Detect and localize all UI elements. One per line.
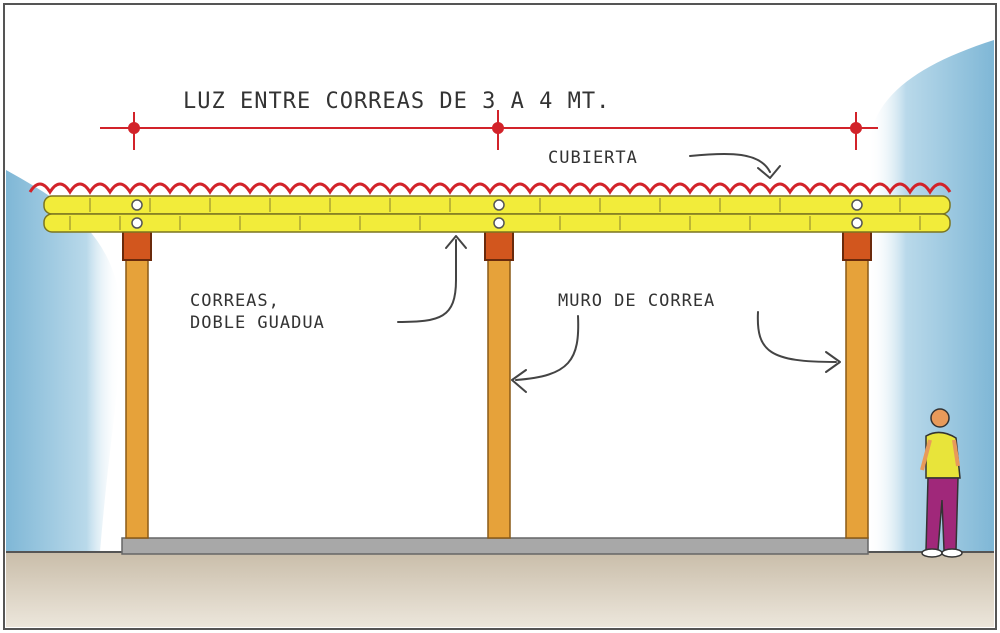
post-left bbox=[122, 229, 152, 539]
post-right bbox=[842, 229, 872, 539]
post-cap-middle bbox=[484, 229, 514, 261]
post-cap-left bbox=[122, 229, 152, 261]
purlins-double-bamboo bbox=[43, 195, 951, 233]
floor-slab bbox=[121, 537, 869, 555]
sky-right bbox=[868, 40, 994, 552]
wall-arrow-middle bbox=[515, 315, 580, 381]
roof-label: CUBIERTA bbox=[548, 148, 638, 168]
wall-arrow-right bbox=[756, 311, 837, 363]
ground bbox=[6, 552, 994, 627]
sky-left bbox=[6, 170, 121, 552]
span-dimension-line bbox=[100, 110, 878, 150]
person-figure bbox=[920, 408, 963, 558]
purlins-label-line1: CORREAS, bbox=[190, 291, 280, 311]
post-cap-right bbox=[842, 229, 872, 261]
wall-label: MURO DE CORREA bbox=[558, 291, 715, 311]
roof-sheet bbox=[28, 182, 952, 195]
purlins-label-line2: DOBLE GUADUA bbox=[190, 313, 325, 333]
span-label: LUZ ENTRE CORREAS DE 3 A 4 MT. bbox=[183, 89, 610, 114]
purlins-arrow bbox=[397, 239, 457, 323]
roof-arrow bbox=[689, 152, 771, 173]
post-middle bbox=[484, 229, 514, 539]
